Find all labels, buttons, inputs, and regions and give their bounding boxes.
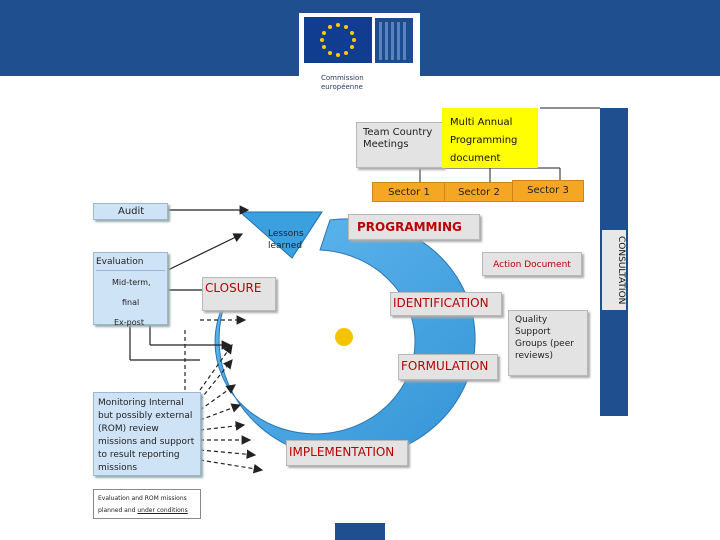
footnote-line-2: planned and under conditions (98, 505, 196, 517)
formulation-box: FORMULATION (398, 354, 498, 380)
programming-box: PROGRAMMING (348, 214, 480, 240)
footnote-line-2a: planned and (98, 507, 138, 514)
footnote-box: Evaluation and ROM missions planned and … (93, 489, 201, 519)
implementation-label: IMPLEMENTATION (289, 445, 395, 459)
evaluation-expost: Ex-post (114, 318, 144, 327)
footnote-line-1: Evaluation and ROM missions (98, 495, 187, 502)
audit-box: Audit (93, 203, 168, 220)
evaluation-final: final (122, 298, 140, 307)
identification-label: IDENTIFICATION (393, 296, 489, 310)
closure-box: CLOSURE (202, 277, 276, 311)
action-document-box: Action Document (482, 252, 582, 276)
identification-box: IDENTIFICATION (390, 292, 502, 316)
evaluation-midterm: Mid-term, (112, 278, 151, 287)
programming-label: PROGRAMMING (357, 220, 462, 234)
audit-label: Audit (118, 206, 145, 217)
quality-support-box: Quality Support Groups (peer reviews) (508, 310, 588, 376)
team-country-meetings-box: Team Country Meetings (356, 122, 444, 168)
implementation-box: IMPLEMENTATION (286, 440, 408, 466)
sector-2-label: Sector 2 (458, 187, 500, 198)
footnote-line-2b: under conditions (137, 507, 188, 514)
closure-label: CLOSURE (205, 281, 262, 295)
monitoring-box: Monitoring Internal but possibly externa… (93, 392, 201, 476)
formulation-label: FORMULATION (401, 359, 489, 373)
programming-document-box: Multi Annual Programming document (442, 108, 538, 168)
eu-flag-icon (304, 17, 372, 63)
evaluation-title: Evaluation (96, 256, 165, 271)
logo-line-2: européenne (321, 83, 363, 91)
consultation-label: CONSULTATION (602, 230, 626, 310)
logo-line-1: Commission (321, 74, 364, 82)
berlaymont-building-icon (375, 18, 413, 63)
footer-bar (335, 523, 385, 540)
commission-logo: Commission européenne (299, 13, 420, 100)
programming-document-label: Multi Annual Programming document (450, 117, 518, 164)
cycle-arrow-head (238, 211, 323, 259)
action-document-label: Action Document (493, 260, 571, 270)
monitoring-label: Monitoring Internal but possibly externa… (98, 398, 195, 473)
sector-1-label: Sector 1 (388, 187, 430, 198)
logo-text: Commission européenne (321, 74, 364, 92)
sector-2-box: Sector 2 (444, 182, 514, 202)
quality-support-label: Quality Support Groups (peer reviews) (515, 315, 574, 361)
sector-3-label: Sector 3 (527, 185, 569, 196)
evaluation-box: Evaluation Mid-term, final Ex-post (93, 252, 168, 327)
lessons-learned-label: Lessons learned (268, 229, 304, 251)
sector-3-box: Sector 3 (512, 180, 584, 202)
team-country-meetings-label: Team Country Meetings (363, 127, 433, 150)
sector-1-box: Sector 1 (372, 182, 446, 202)
center-dot (335, 328, 353, 346)
